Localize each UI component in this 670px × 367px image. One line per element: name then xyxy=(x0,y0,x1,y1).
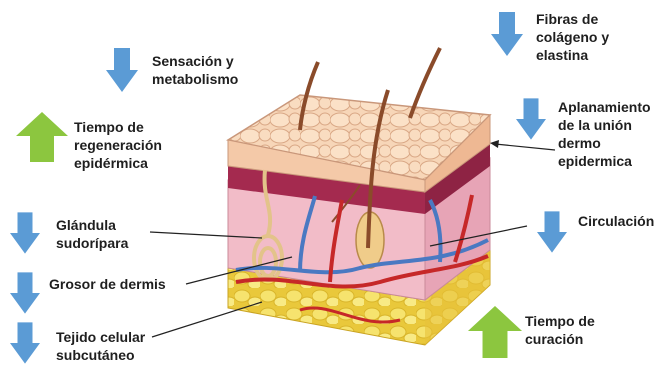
arrow-down-icon xyxy=(10,212,40,254)
arrow-down-icon xyxy=(516,98,546,140)
label-tiempo-curacion: Tiempo de curación xyxy=(525,312,595,348)
arrow-down-icon xyxy=(491,12,523,56)
label-grosor: Grosor de dermis xyxy=(49,275,166,293)
pointer-tejido xyxy=(152,302,262,337)
label-aplanamiento: Aplanamiento de la unión dermo epidermic… xyxy=(558,98,651,170)
arrow-down-icon xyxy=(10,272,40,314)
label-sensacion: Sensación y metabolismo xyxy=(152,52,238,88)
arrow-up-icon xyxy=(16,112,68,162)
arrow-up-icon xyxy=(467,306,523,358)
label-tejido: Tejido celular subcutáneo xyxy=(56,328,145,364)
arrow-down-icon xyxy=(537,211,567,253)
pointer-aplanamiento xyxy=(495,144,555,150)
label-tiempo-regeneracion: Tiempo de regeneración epidérmica xyxy=(74,118,162,172)
label-circulacion: Circulación xyxy=(578,212,654,230)
label-fibras: Fibras de colágeno y elastina xyxy=(536,10,609,64)
label-glandula: Glándula sudorípara xyxy=(56,216,128,252)
arrow-down-icon xyxy=(10,322,40,364)
arrow-down-icon xyxy=(106,48,138,92)
